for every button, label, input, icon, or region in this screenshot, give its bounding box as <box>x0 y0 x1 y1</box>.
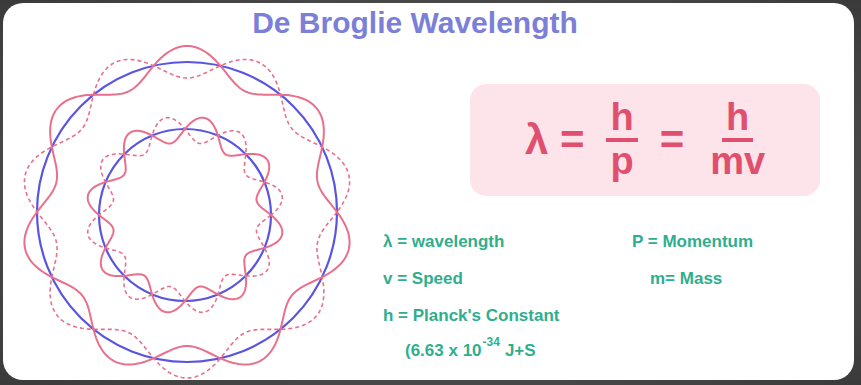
variable-definition: λ = wavelength <box>383 232 504 252</box>
variable-definition: P = Momentum <box>632 232 753 252</box>
standing-wave <box>24 46 349 365</box>
formula-box: λ =hp=hmv <box>470 84 820 196</box>
fraction: hp <box>606 98 637 182</box>
variable-definition: (6.63 x 10 <box>405 341 482 361</box>
variable-definition: J+S <box>505 341 536 361</box>
formula-text: = <box>656 118 689 162</box>
formula-part: = <box>656 118 689 162</box>
variable-definition: m= Mass <box>650 269 722 289</box>
standing-wave <box>88 118 283 313</box>
title: De Broglie Wavelength <box>0 6 830 40</box>
orbit-circle <box>37 62 337 362</box>
formula-part: λ = <box>521 118 589 162</box>
formula-text: h <box>606 98 637 142</box>
exponent: -34 <box>483 335 500 349</box>
fraction: hmv <box>706 98 769 182</box>
formula-row: λ =hp=hmv <box>512 98 778 182</box>
standing-wave-dashed <box>88 118 283 313</box>
variable-definition: v = Speed <box>383 269 463 289</box>
formula-text: λ = <box>521 118 589 162</box>
formula-text: p <box>606 142 637 182</box>
standing-wave-dashed <box>24 59 349 378</box>
variable-definition: h = Planck's Constant <box>383 306 559 326</box>
formula-text: mv <box>706 142 769 182</box>
formula-text: h <box>722 98 753 142</box>
